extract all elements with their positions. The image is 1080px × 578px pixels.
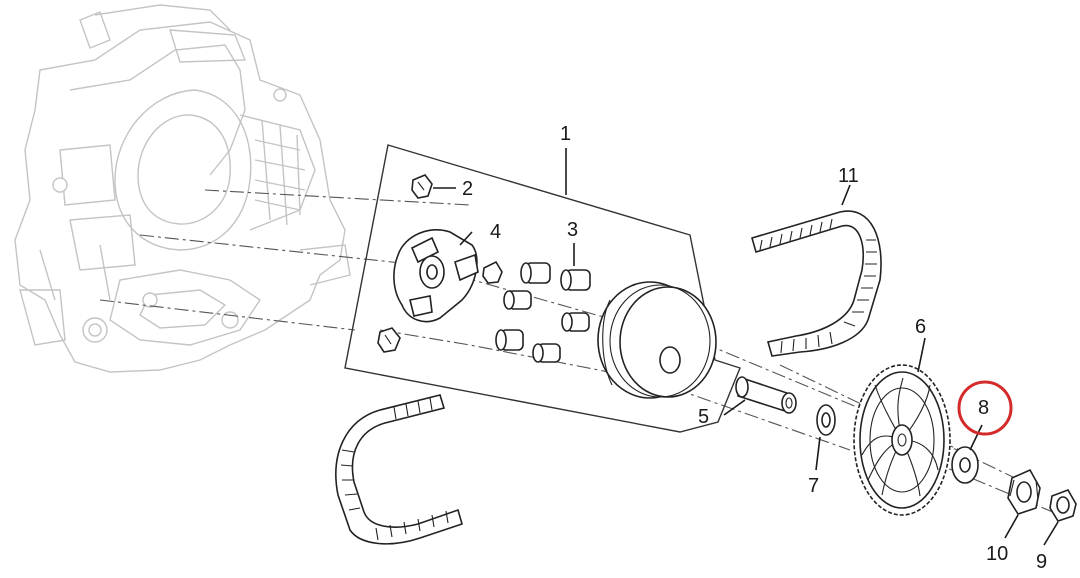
callout-1: 1: [560, 123, 571, 145]
washer-part-8: [951, 446, 979, 484]
callout-11: 11: [838, 165, 859, 187]
drive-belt-lower: [335, 394, 463, 545]
engine-crankcase-outline: [14, 4, 351, 373]
variator-pulley-part: [597, 281, 717, 399]
nut-part-10: [1007, 468, 1041, 515]
callout-leader-lines: [433, 148, 1059, 546]
drive-belt-upper: [751, 210, 882, 357]
variator-kit-frame: [344, 144, 741, 433]
callout-9: 9: [1036, 551, 1047, 573]
callout-10: 10: [986, 543, 1008, 565]
callout-7: 7: [808, 475, 819, 497]
slider-clip-part: [377, 174, 433, 353]
callout-2: 2: [462, 178, 473, 200]
callout-6: 6: [915, 316, 926, 338]
nut-part-9: [1049, 489, 1077, 522]
roller-weight-set: [482, 260, 591, 363]
washer-part-7: [816, 404, 836, 436]
callout-8-highlight-circle: [957, 380, 1013, 436]
fan-drive-face-part: [853, 364, 951, 516]
callout-8: 8: [978, 397, 989, 419]
ramp-plate-part: [393, 228, 479, 323]
callout-4: 4: [490, 221, 501, 243]
bushing-part: [735, 376, 797, 414]
callout-labels: 1 2 3 4 5 6 7 8 9 10 11: [462, 123, 1047, 573]
callout-5: 5: [698, 406, 709, 428]
callout-3: 3: [567, 219, 578, 241]
